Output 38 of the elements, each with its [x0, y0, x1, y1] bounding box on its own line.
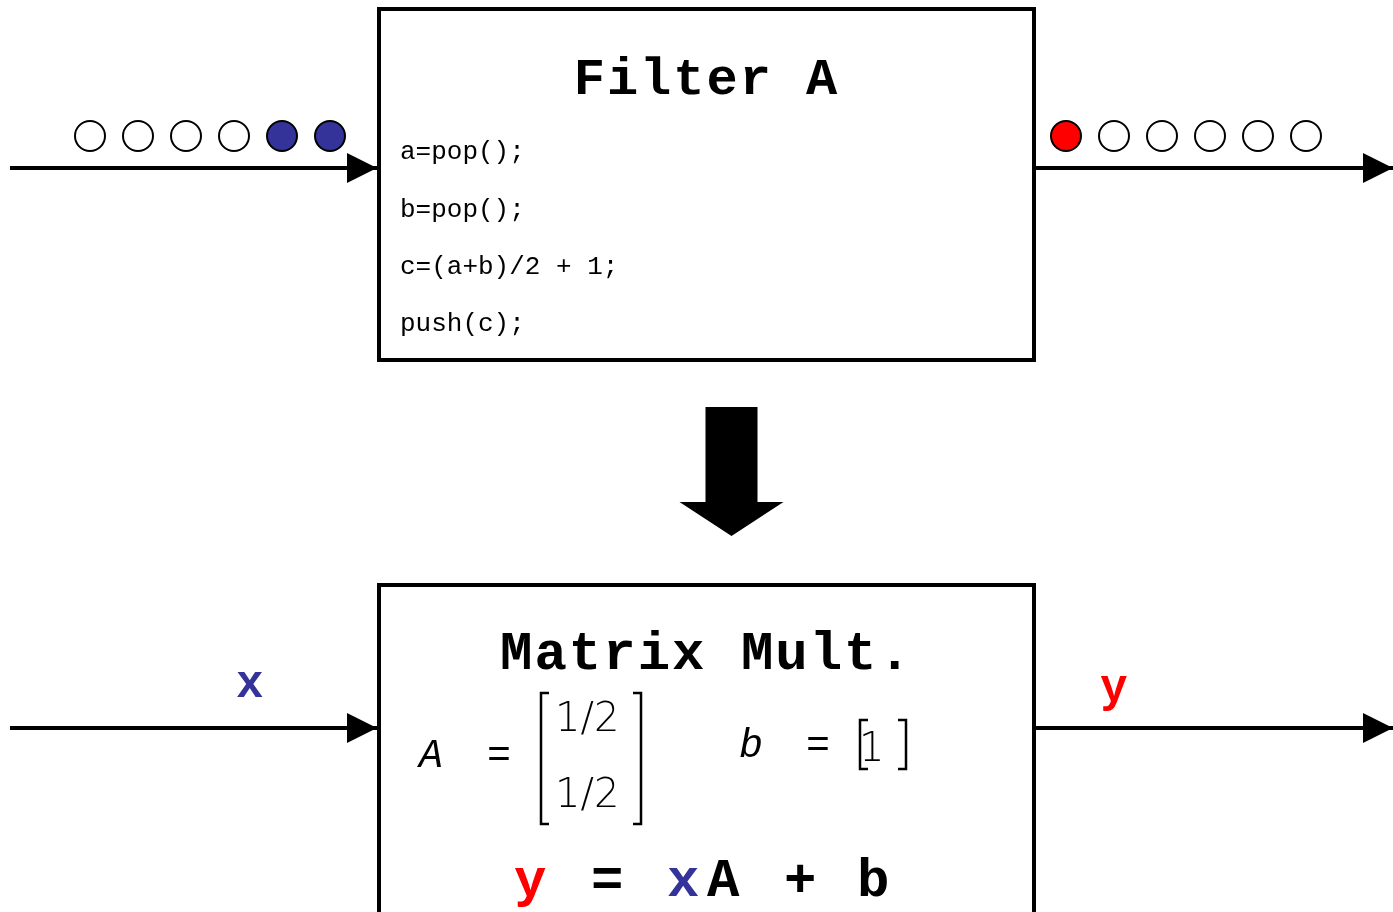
arrow	[1036, 713, 1393, 743]
token-circle	[1194, 120, 1226, 152]
node-title: Matrix Mult.	[499, 628, 914, 682]
token-circle	[1146, 120, 1178, 152]
equation-term: +	[784, 855, 817, 909]
block-arrow	[679, 407, 784, 536]
token-circle	[218, 120, 250, 152]
arrow	[1036, 153, 1393, 183]
token-circle	[266, 120, 298, 152]
equation-term: =	[591, 855, 624, 909]
token-circle	[1098, 120, 1130, 152]
token-circle	[314, 120, 346, 152]
node-title: Filter A	[572, 55, 841, 107]
token-circle	[1290, 120, 1322, 152]
token-circle	[1050, 120, 1082, 152]
equals-sign: =	[806, 727, 830, 767]
math-variable: b	[739, 727, 763, 767]
matrix-entry: 1	[859, 727, 885, 767]
code-line: b=pop();	[400, 197, 525, 223]
code-line: c=(a+b)/2 + 1;	[400, 254, 619, 280]
code-line: push(c);	[400, 311, 525, 337]
filter-box	[377, 7, 1036, 362]
matrix-box	[377, 583, 1036, 912]
matrix-entry: 1/2	[555, 697, 620, 737]
token-circle	[170, 120, 202, 152]
equals-sign: =	[487, 737, 511, 777]
output-variable: y	[514, 855, 547, 909]
arrow	[10, 713, 377, 743]
input-variable: x	[667, 855, 700, 909]
matrix-entry: 1/2	[555, 773, 620, 813]
math-variable: A	[419, 737, 443, 777]
code-line: a=pop();	[400, 139, 525, 165]
token-circle	[74, 120, 106, 152]
token-circle	[122, 120, 154, 152]
token-circle	[1242, 120, 1274, 152]
equation-term: A	[707, 855, 740, 909]
equation-term: b	[857, 855, 890, 909]
arrow	[10, 153, 377, 183]
